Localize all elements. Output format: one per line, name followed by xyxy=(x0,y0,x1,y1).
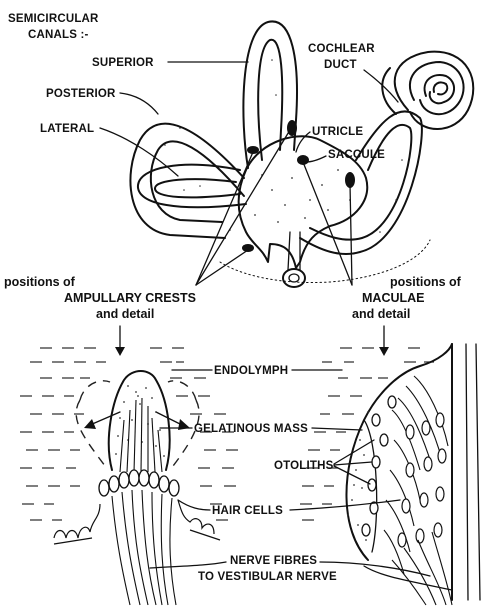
superior-canal xyxy=(243,21,297,168)
macula-detail xyxy=(346,344,480,605)
lateral-canal xyxy=(138,165,246,208)
membranous-labyrinth xyxy=(130,21,473,287)
semicircular-canals-label-1: SEMICIRCULAR xyxy=(8,13,99,25)
nerve-fibres-label-1: NERVE FIBRES xyxy=(230,555,317,567)
superior-label: SUPERIOR xyxy=(92,57,154,69)
otoliths-label: OTOLITHS xyxy=(274,460,334,472)
cochlear-duct-label-1: COCHLEAR xyxy=(308,43,375,55)
semicircular-canals-label-2: CANALS :- xyxy=(28,29,89,41)
maculae-detail-label: and detail xyxy=(352,307,410,321)
bottom-labels: ENDOLYMPH GELATINOUS MASS OTOLITHS HAIR … xyxy=(150,365,430,583)
maculae-positions-label: positions of xyxy=(390,275,462,289)
middle-labels: positions of AMPULLARY CRESTS and detail… xyxy=(4,275,462,356)
saccule-label: SACCULE xyxy=(328,149,385,161)
ampullary-detail-label: and detail xyxy=(96,307,154,321)
hair-cells-label: HAIR CELLS xyxy=(212,505,283,517)
ampullary-crests-label: AMPULLARY CRESTS xyxy=(64,291,196,305)
cochlea-spiral xyxy=(382,52,473,129)
endolymph-label: ENDOLYMPH xyxy=(214,365,288,377)
ampullary-crest-detail xyxy=(54,371,220,605)
lateral-label: LATERAL xyxy=(40,123,94,135)
gelatinous-mass-label: GELATINOUS MASS xyxy=(194,423,308,435)
utricle-label: UTRICLE xyxy=(312,126,363,138)
posterior-label: POSTERIOR xyxy=(46,88,116,100)
cochlear-duct-label-2: DUCT xyxy=(324,59,357,71)
top-labels: SEMICIRCULAR CANALS :- SUPERIOR POSTERIO… xyxy=(8,13,398,285)
ampullary-positions-label: positions of xyxy=(4,275,76,289)
nerve-fibres-label-2: TO VESTIBULAR NERVE xyxy=(198,571,337,583)
maculae-label: MACULAE xyxy=(362,291,425,305)
